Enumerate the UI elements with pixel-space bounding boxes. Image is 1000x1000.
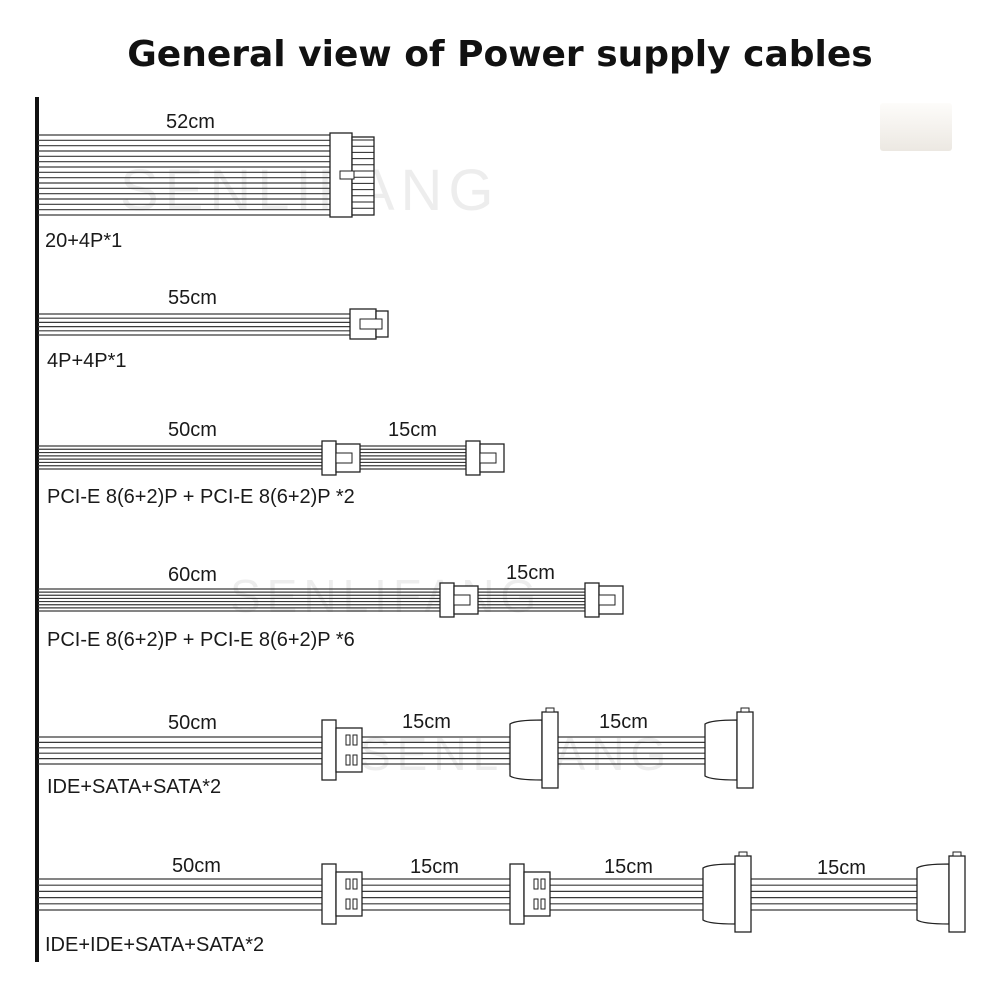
cable-2-label: 4P+4P*1 — [47, 350, 127, 372]
cable-2-wires — [38, 313, 352, 336]
atx-24pin-connector — [329, 132, 375, 218]
sata-connector-1 — [509, 707, 559, 789]
cable-6-wires-d — [751, 878, 919, 911]
cable-6-wires-c — [550, 878, 705, 911]
cable-5-length-1: 50cm — [168, 712, 217, 734]
connector-clip — [453, 594, 471, 606]
cable-4-label: PCI-E 8(6+2)P + PCI-E 8(6+2)P *6 — [47, 629, 355, 651]
connector-pin — [352, 898, 358, 910]
cable-3-label: PCI-E 8(6+2)P + PCI-E 8(6+2)P *2 — [47, 486, 355, 508]
sata-connector-2 — [916, 851, 966, 933]
cable-bundle-spine — [35, 97, 39, 962]
cable-4-length-2: 15cm — [506, 562, 555, 584]
connector-latch — [321, 440, 337, 476]
connector-flange — [321, 719, 337, 781]
connector-pin — [352, 754, 358, 766]
sata-body — [509, 719, 543, 781]
connector-clip — [335, 452, 353, 464]
sata-tab — [952, 851, 962, 857]
pcie-connector-2 — [584, 582, 624, 618]
ide-connector-2 — [509, 863, 551, 925]
pcie-connector-1 — [321, 440, 361, 476]
sata-connector-1 — [702, 851, 752, 933]
connector-pin — [345, 898, 351, 910]
cable-1-wires — [38, 134, 332, 216]
cable-6-label: IDE+IDE+SATA+SATA*2 — [45, 934, 265, 956]
cable-5-wires-a — [38, 736, 322, 765]
cable-4-length-1: 60cm — [168, 564, 217, 586]
cable-4-wires-a — [38, 588, 442, 612]
connector-flange — [321, 863, 337, 925]
connector-pin — [540, 878, 546, 890]
cable-6-wires-b — [362, 878, 510, 911]
cable-3-wires-a — [38, 445, 322, 470]
sata-body — [916, 863, 950, 925]
connector-clip — [598, 594, 616, 606]
connector-pins — [351, 136, 375, 216]
connector-pin — [345, 734, 351, 746]
sata-body — [702, 863, 736, 925]
cable-3-length-1: 50cm — [168, 419, 217, 441]
cable-5-length-3: 15cm — [599, 711, 648, 733]
sata-body — [704, 719, 738, 781]
cable-6-wires-a — [38, 878, 322, 911]
cable-5-label: IDE+SATA+SATA*2 — [47, 776, 222, 798]
cable-1-length-1: 52cm — [166, 111, 215, 133]
cable-6-length-3: 15cm — [604, 856, 653, 878]
connector-pin — [540, 898, 546, 910]
cable-6-length-1: 50cm — [172, 855, 221, 877]
connector-flange — [509, 863, 525, 925]
watermark-text: SENLIFANG — [230, 570, 542, 622]
pcie-connector-2 — [465, 440, 505, 476]
sata-face — [736, 711, 754, 789]
watermark-text: SENLIFANG — [120, 158, 500, 223]
sata-tab — [740, 707, 750, 713]
diagram-title: General view of Power supply cables — [127, 34, 873, 75]
connector-pin — [352, 734, 358, 746]
cable-5-wires-b — [362, 736, 512, 765]
connector-clip — [479, 452, 497, 464]
connector-latch — [439, 582, 455, 618]
sata-tab — [738, 851, 748, 857]
sata-connector-2 — [704, 707, 754, 789]
connector-pin — [352, 878, 358, 890]
sata-face — [734, 855, 752, 933]
cable-2-length-1: 55cm — [168, 287, 217, 309]
cable-5-wires-c — [558, 736, 707, 765]
connector-latch — [465, 440, 481, 476]
ide-connector-1 — [321, 719, 363, 781]
cable-6-length-4: 15cm — [817, 857, 866, 879]
connector-pin — [345, 754, 351, 766]
ide-connector-1 — [321, 863, 363, 925]
cable-5-length-2: 15cm — [402, 711, 451, 733]
cable-6-length-2: 15cm — [410, 856, 459, 878]
cpu-4p4p-connector — [349, 308, 389, 340]
cable-1-label: 20+4P*1 — [45, 230, 123, 252]
pcie-connector-1 — [439, 582, 479, 618]
connector-clip — [339, 170, 355, 180]
cable-3-length-2: 15cm — [388, 419, 437, 441]
connector-latch — [584, 582, 600, 618]
corner-swatch — [880, 103, 952, 151]
sata-tab — [545, 707, 555, 713]
cable-3-wires-b — [360, 445, 468, 470]
connector-clip — [359, 318, 383, 330]
connector-pin — [533, 878, 539, 890]
sata-face — [541, 711, 559, 789]
sata-face — [948, 855, 966, 933]
connector-pin — [345, 878, 351, 890]
connector-pin — [533, 898, 539, 910]
cable-4-wires-b — [478, 588, 587, 612]
